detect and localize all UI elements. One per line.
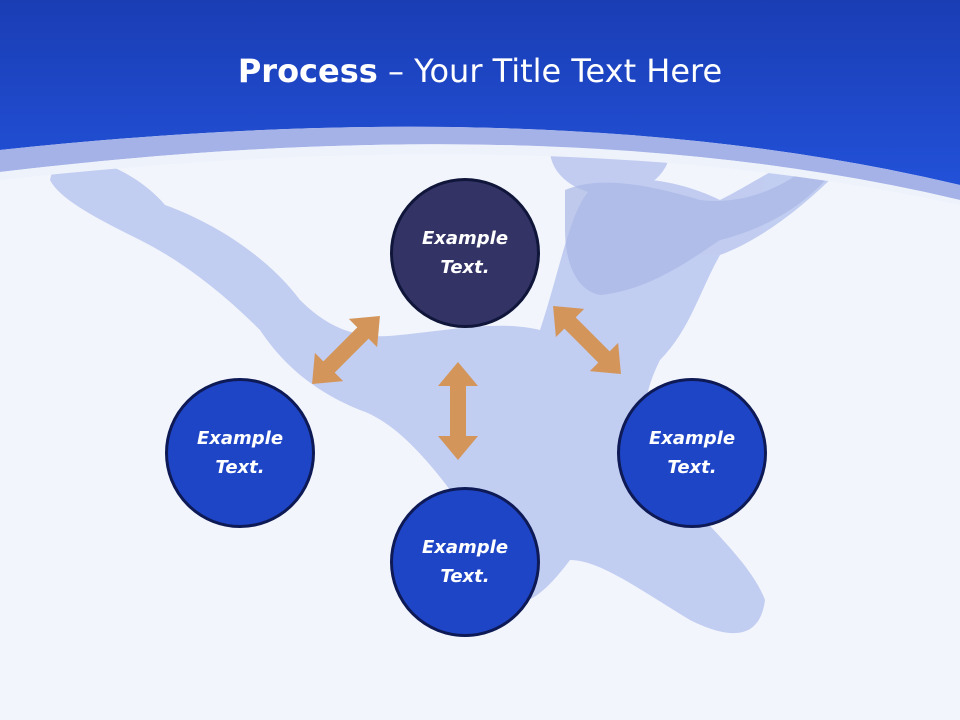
arrow-vertical	[438, 362, 478, 460]
dancer-top	[565, 165, 830, 295]
slide-title: Process – Your Title Text Here	[0, 52, 960, 90]
header-band	[0, 0, 960, 185]
header-swoosh	[0, 126, 960, 200]
title-separator: –	[377, 52, 415, 90]
arrow-upper-left	[312, 316, 380, 384]
title-bold: Process	[237, 52, 378, 90]
title-rest: Your Title Text Here	[414, 52, 723, 90]
arrow-upper-right	[553, 306, 621, 374]
